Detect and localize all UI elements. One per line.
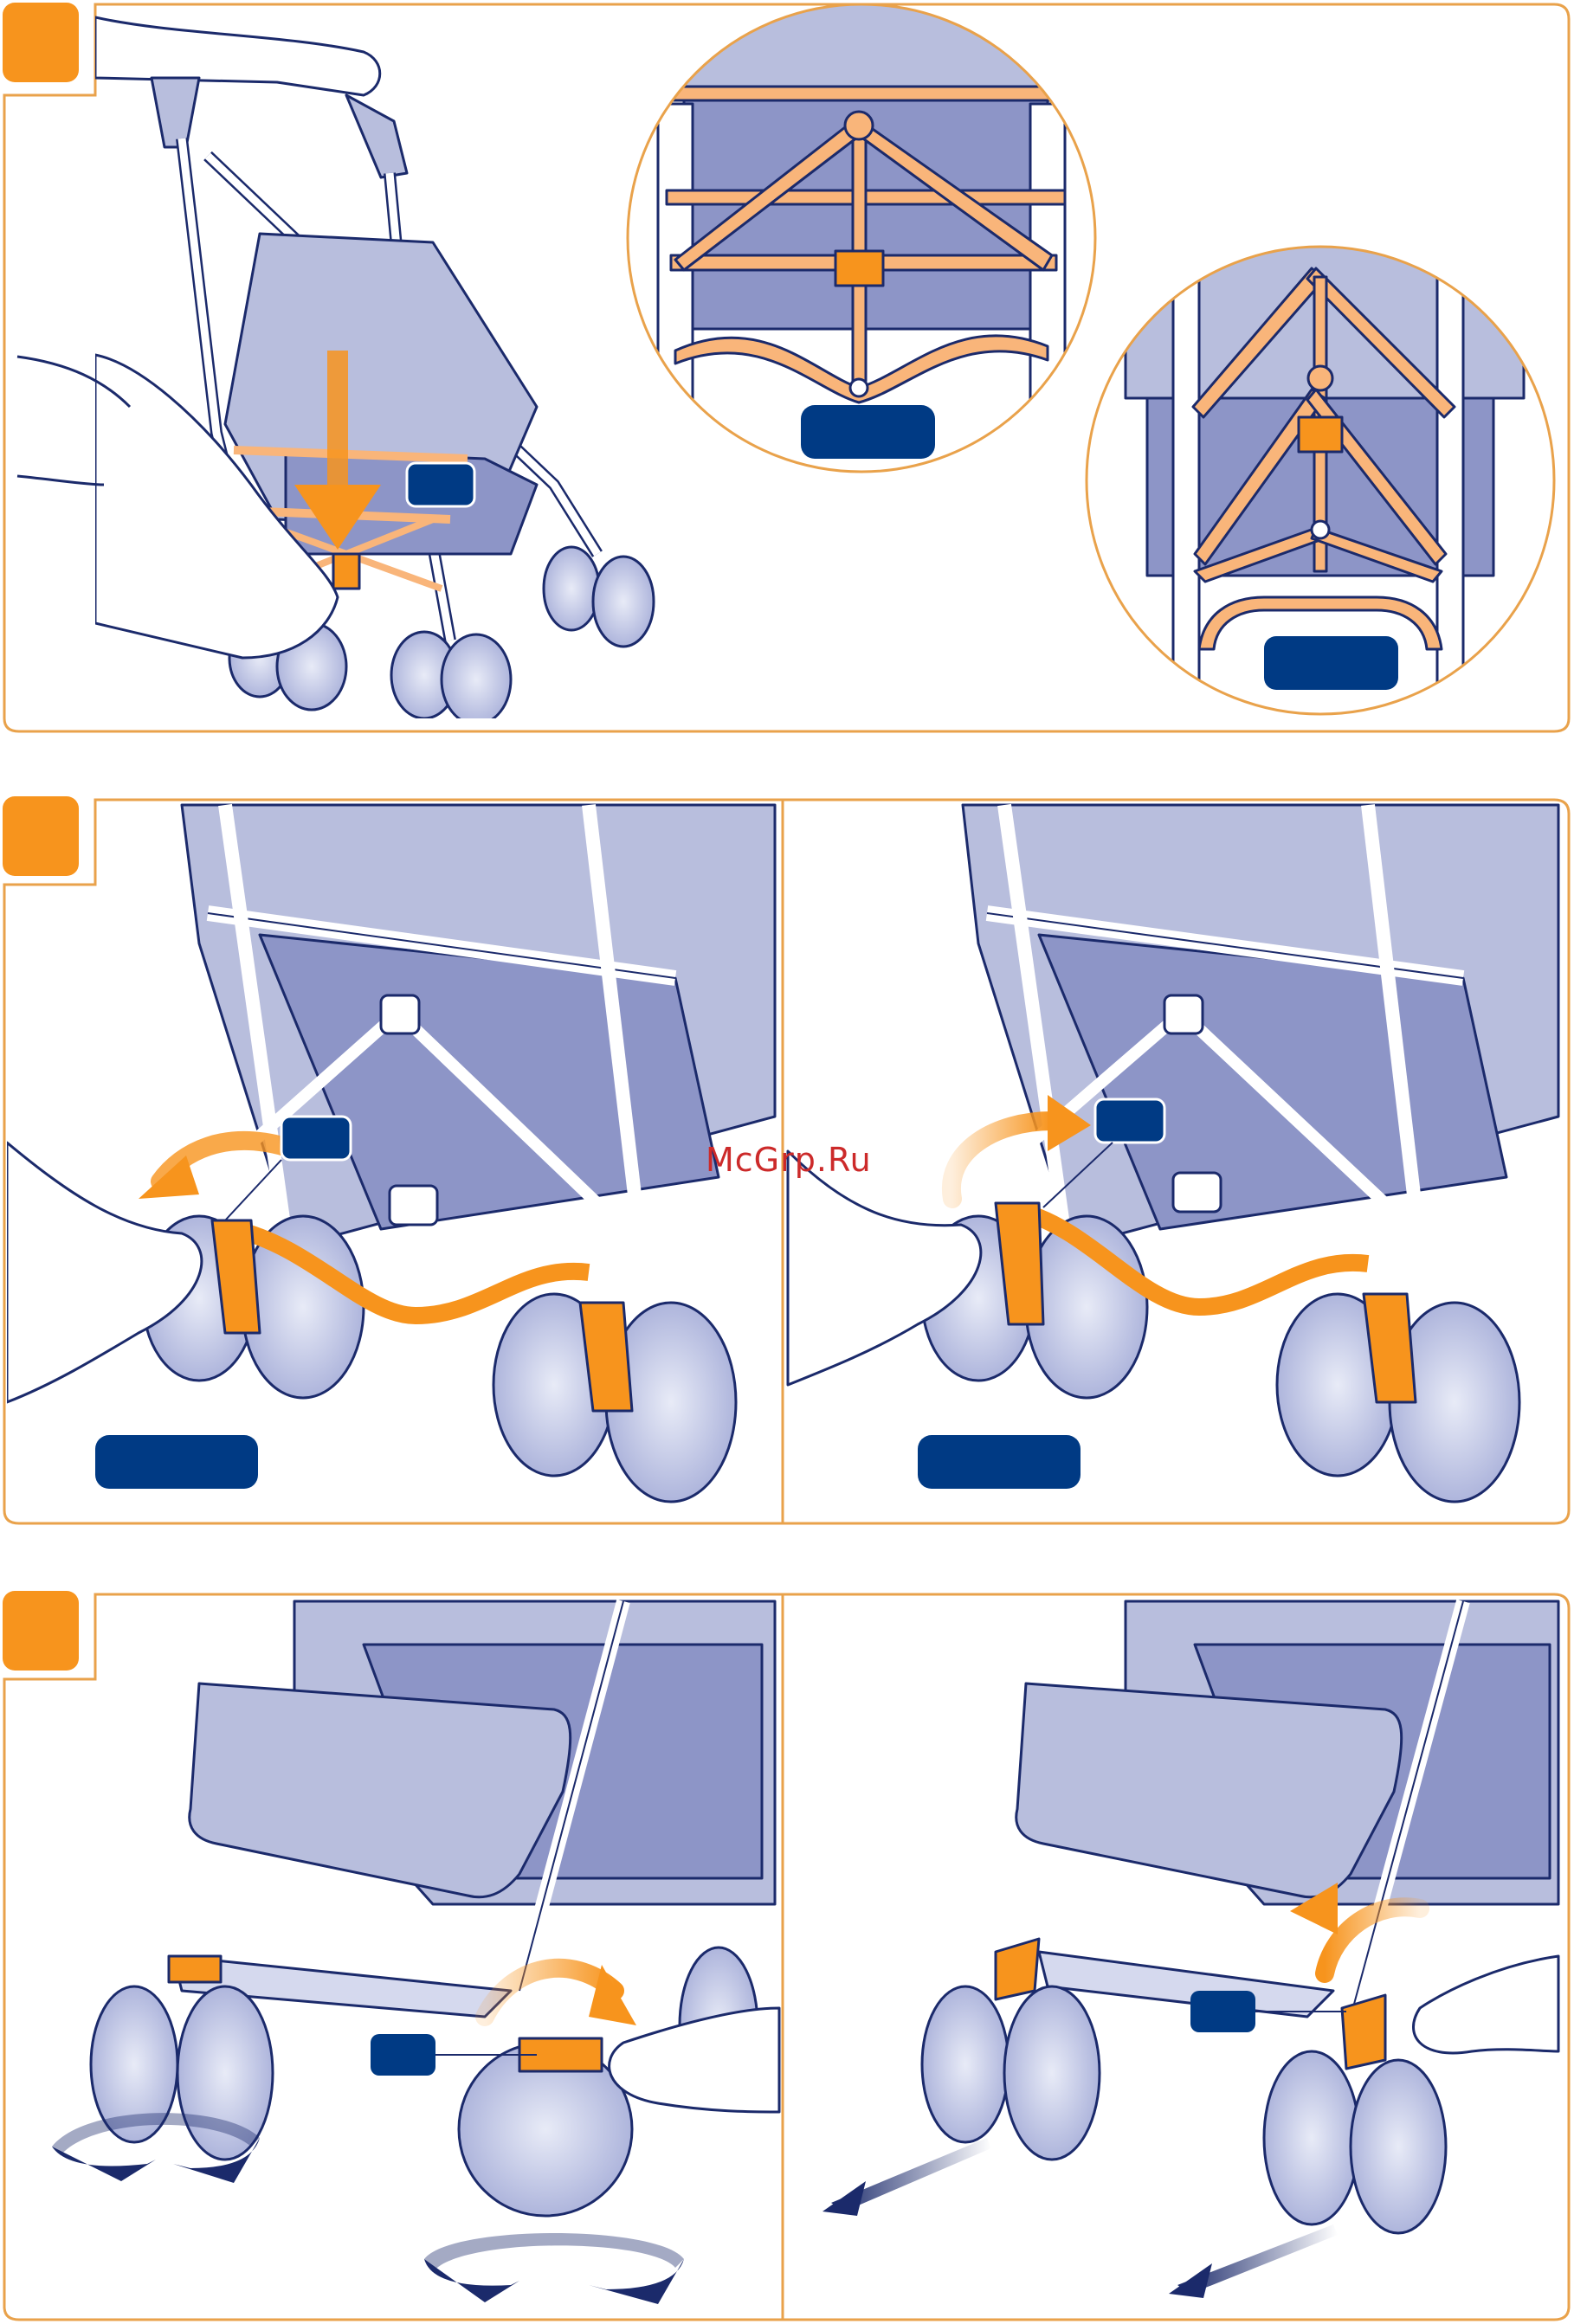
watermark-text: McGrp.Ru (706, 1141, 872, 1179)
curved-arrow (151, 1130, 295, 1191)
swivel-left-illustration (52, 1600, 781, 2304)
detail-circle-1 (626, 3, 1097, 473)
panel-1 (3, 3, 1571, 733)
step-corner-tab (3, 3, 79, 82)
foot-icon (7, 1141, 203, 1404)
foot-icon-leg (16, 355, 132, 409)
stroller-fold-illustration (95, 16, 655, 718)
rotate-arrow (52, 2113, 684, 2304)
foot-icon (786, 1149, 983, 1387)
curved-arrow (1315, 1897, 1429, 1983)
brake-right-illustration (786, 803, 1560, 1503)
down-arrow (294, 351, 381, 550)
foot-icon (95, 353, 339, 660)
step-corner-tab (3, 796, 79, 876)
step-corner-tab (3, 1591, 79, 1671)
foot-icon (608, 2006, 781, 2114)
panel-2 (3, 796, 1571, 1525)
foot-icon (1412, 1954, 1560, 2055)
brake-left-illustration (7, 803, 777, 1503)
panel-3 (3, 1591, 1571, 2321)
wheel-icon (920, 1985, 1448, 2235)
detail-circle-2 (1085, 245, 1556, 716)
swivel-right-illustration (822, 1600, 1560, 2298)
wheel-icon (228, 545, 655, 718)
curved-arrow (941, 1111, 1061, 1208)
hand-icon (95, 16, 382, 97)
motion-arrow (822, 2138, 1338, 2298)
curved-arrow (475, 1958, 624, 2026)
